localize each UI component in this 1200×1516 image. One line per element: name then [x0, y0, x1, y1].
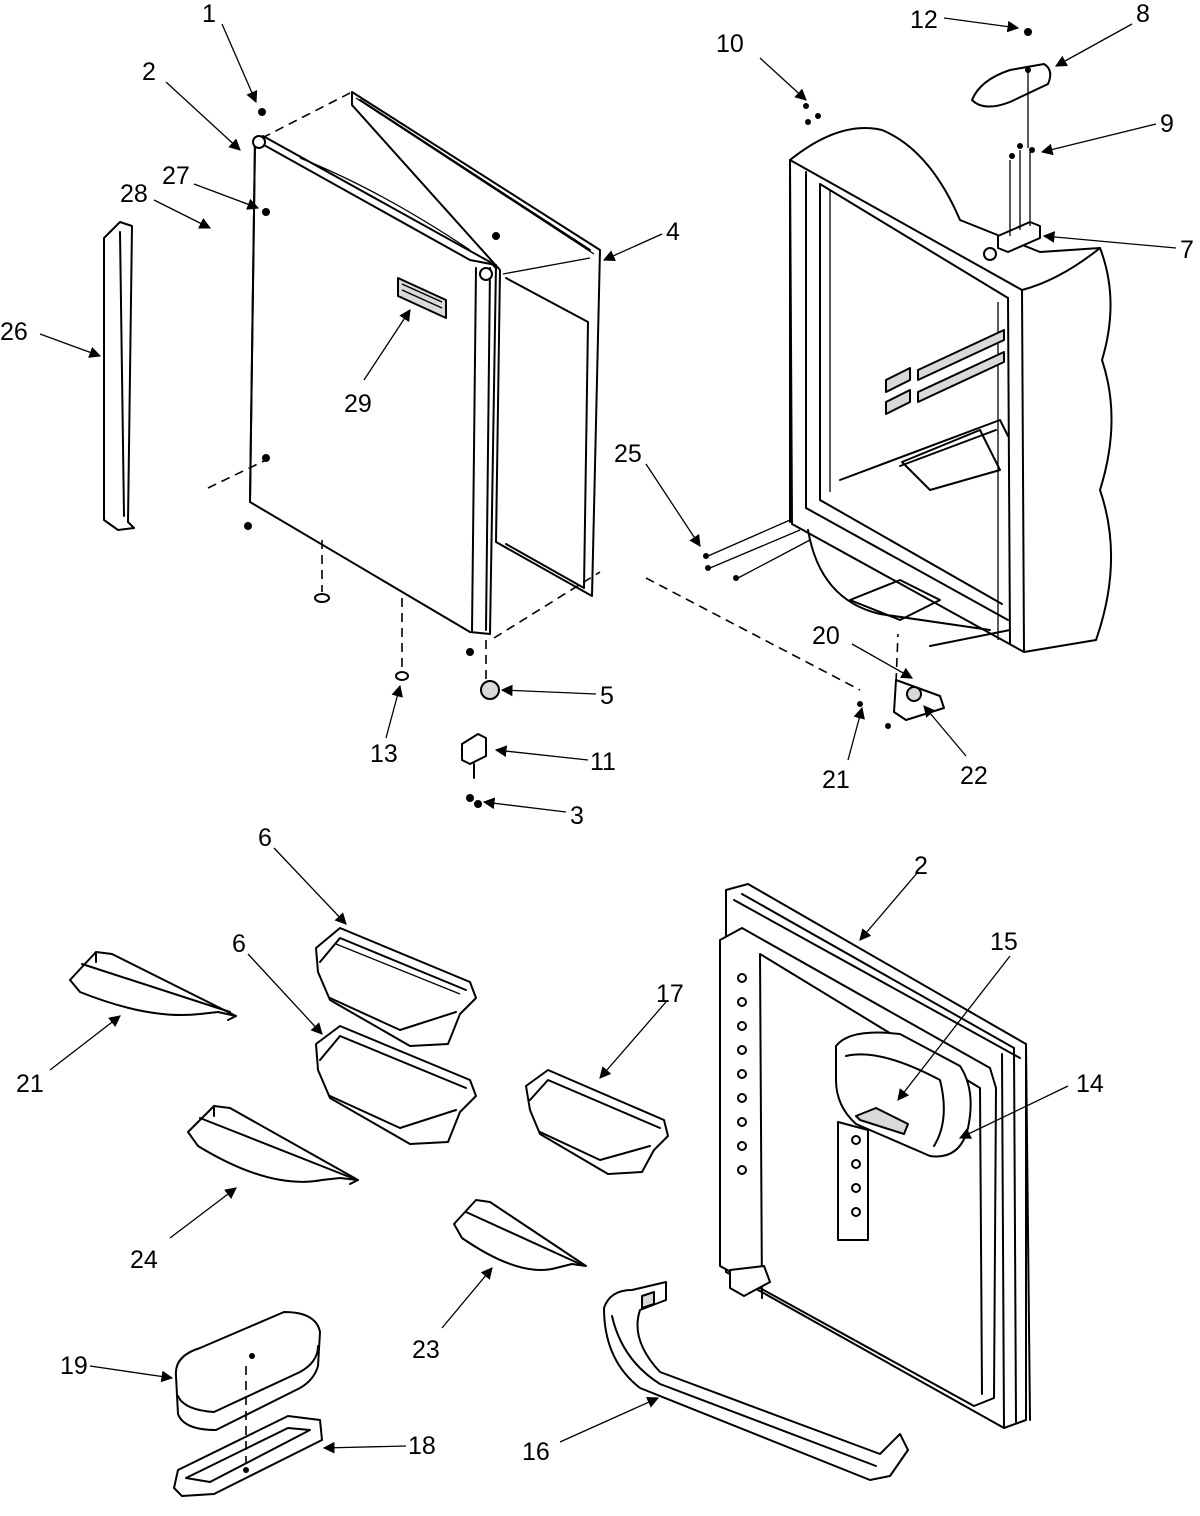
- door-bottom-bin: [603, 1281, 909, 1481]
- callout-27: 27: [162, 162, 190, 190]
- callout-16: 16: [522, 1438, 550, 1466]
- callout-21-cabinet: 21: [822, 766, 850, 794]
- callout-7: 7: [1180, 236, 1194, 264]
- door-bin-small: [525, 1069, 669, 1175]
- callout-29: 29: [344, 390, 372, 418]
- callout-8: 8: [1136, 0, 1150, 28]
- callout-21-shelf: 21: [16, 1070, 44, 1098]
- callout-19: 19: [60, 1352, 88, 1380]
- liner-detents-left: [737, 973, 747, 1175]
- door-shelf: [69, 951, 237, 1021]
- callout-3: 3: [570, 802, 584, 830]
- callout-28: 28: [120, 180, 148, 208]
- callout-13: 13: [370, 740, 398, 768]
- callout-24: 24: [130, 1246, 158, 1274]
- callout-2-liner: 2: [914, 852, 928, 880]
- door-panel: [249, 108, 500, 656]
- callout-20: 20: [812, 622, 840, 650]
- bottom-hinge-parts: [461, 680, 500, 808]
- callout-10: 10: [716, 30, 744, 58]
- callout-23: 23: [412, 1336, 440, 1364]
- door-bin-lower: [315, 1025, 477, 1145]
- door-badge: [397, 277, 447, 319]
- dairy-cover: [174, 1311, 321, 1431]
- callout-18: 18: [408, 1432, 436, 1460]
- cabinet-bottom-hinge: [857, 679, 945, 729]
- callout-17: 17: [656, 980, 684, 1008]
- callout-25: 25: [614, 440, 642, 468]
- callout-labels: 1 2 2 3 4 5 6 6 7 8 9 10 11 12 13 14 15 …: [0, 0, 1194, 1466]
- door-shelf-middle: [187, 1105, 359, 1185]
- refrigerator-cabinet: [703, 28, 1113, 729]
- door-bin-upper: [315, 927, 477, 1047]
- callout-22: 22: [960, 762, 988, 790]
- top-hinge: [983, 143, 1041, 261]
- callout-26: 26: [0, 318, 28, 346]
- callout-1: 1: [202, 0, 216, 28]
- door-assembly: [103, 91, 861, 808]
- hinge-cover-screw: [1024, 28, 1032, 36]
- door-gasket: [351, 91, 601, 597]
- door-liner-assembly: [719, 883, 1031, 1429]
- callout-15: 15: [990, 928, 1018, 956]
- door-shelf-small: [453, 1199, 587, 1271]
- callout-2-door: 2: [142, 58, 156, 86]
- dairy-tray: [173, 1415, 323, 1497]
- door-stop-plug: [395, 671, 409, 681]
- callout-11: 11: [590, 748, 616, 776]
- callout-6-upper: 6: [258, 824, 272, 852]
- callout-arrows: [39, 17, 1177, 1454]
- callout-5: 5: [600, 682, 614, 710]
- callout-9: 9: [1160, 110, 1174, 138]
- callout-6-lower: 6: [232, 930, 246, 958]
- callout-12: 12: [910, 6, 938, 34]
- door-handle: [103, 221, 135, 531]
- callout-14: 14: [1076, 1070, 1104, 1098]
- hinge-cover: [971, 63, 1052, 148]
- callout-4: 4: [666, 218, 680, 246]
